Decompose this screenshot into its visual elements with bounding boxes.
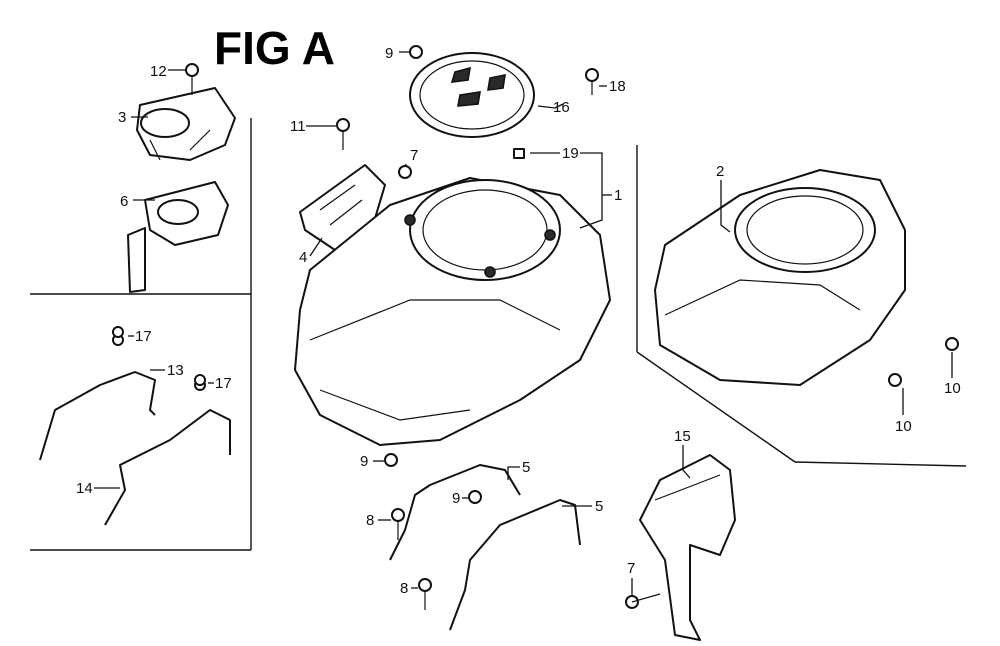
section-dividers [30,118,967,551]
callout-10-left: 10 [895,418,912,435]
callout-17-b: 17 [215,375,232,392]
part-13-strap [39,334,156,461]
callout-15: 15 [674,428,691,445]
part-16-cover [409,52,535,138]
part-6-plate [127,181,229,293]
callout-12: 12 [150,63,167,80]
callout-8-lower: 8 [400,580,408,597]
leader-lines [94,51,953,596]
callout-3: 3 [118,109,126,126]
part-1-shroud [294,177,611,446]
callout-5-upper: 5 [522,459,530,476]
callout-2: 2 [716,163,724,180]
fasteners [112,45,959,610]
part-5-strap-upper [389,464,521,561]
callout-14: 14 [76,480,93,497]
callout-8-upper: 8 [366,512,374,529]
callout-1: 1 [614,187,622,204]
callout-13: 13 [167,362,184,379]
callout-7-top: 7 [410,147,418,164]
callout-9-low: 9 [452,490,460,507]
part-5-strap-lower [449,499,581,631]
callout-18: 18 [609,78,626,95]
figure-title: FIG A [214,22,335,74]
callout-9-mid: 9 [360,453,368,470]
callout-10-right: 10 [944,380,961,397]
callout-7-bottom: 7 [627,560,635,577]
part-2-shroud [654,169,906,386]
callouts: 12 3 6 4 11 9 7 16 18 19 1 2 17 13 17 14… [76,45,961,597]
callout-16: 16 [553,99,570,116]
callout-5-lower: 5 [595,498,603,515]
callout-9-top: 9 [385,45,393,62]
callout-11: 11 [290,118,306,135]
part-15-guard [639,454,736,641]
callout-19: 19 [562,145,579,162]
callout-17-a: 17 [135,328,152,345]
callout-4: 4 [299,249,307,266]
part-3-bracket [136,87,236,161]
callout-6: 6 [120,193,128,210]
